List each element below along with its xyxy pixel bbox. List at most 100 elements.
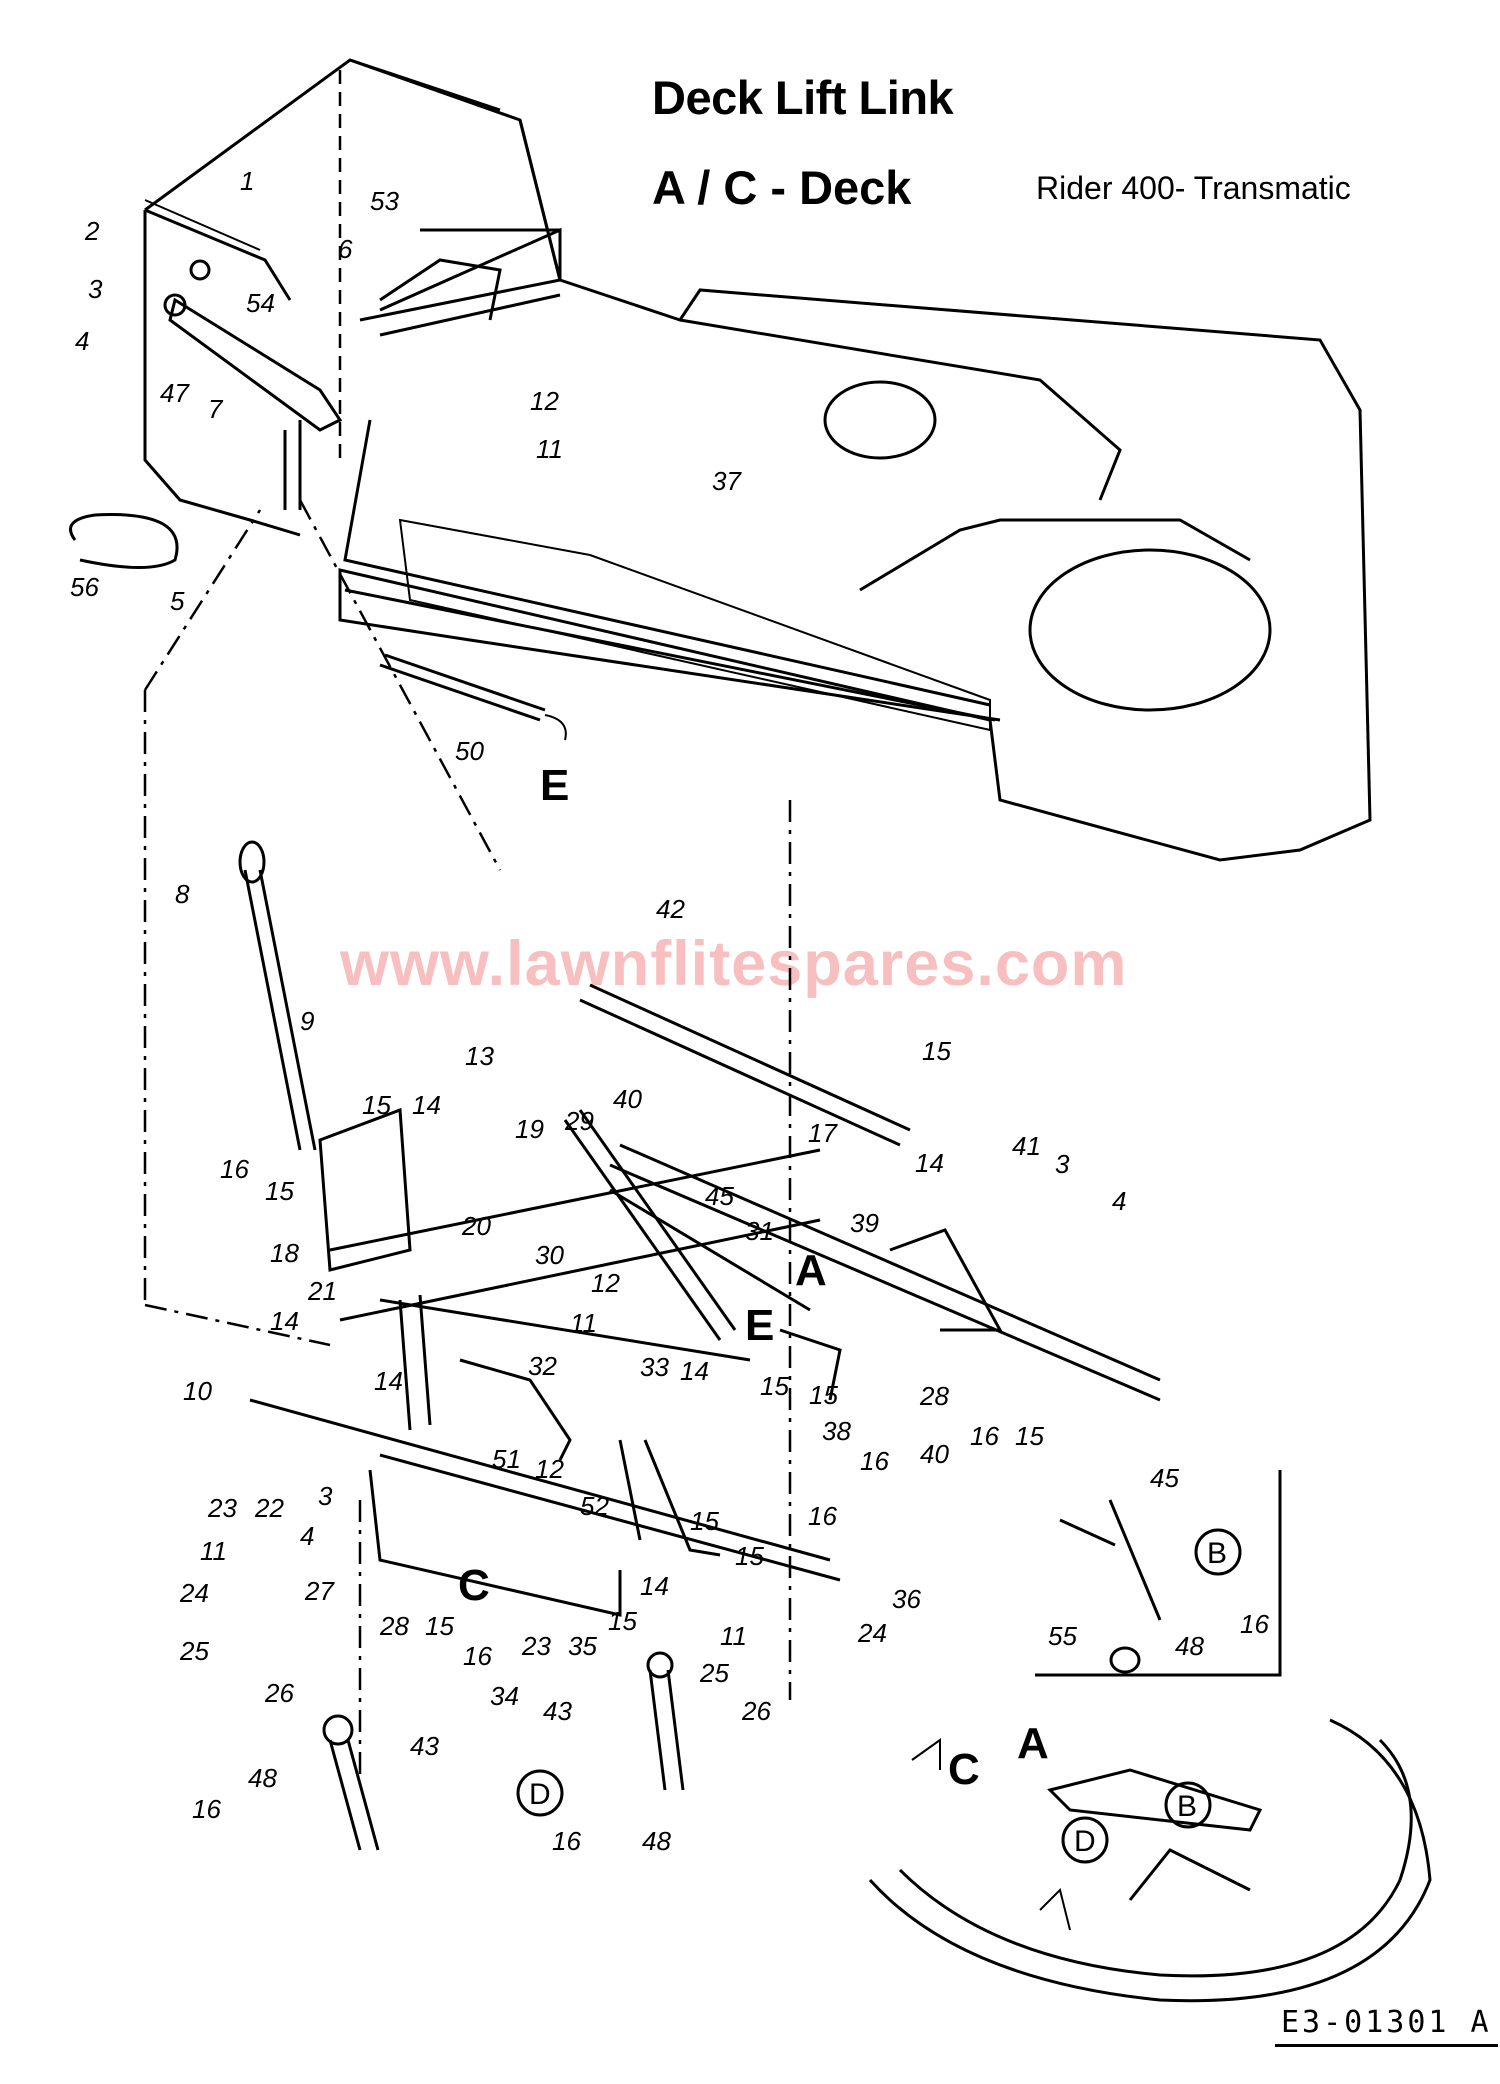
callout: 16 <box>220 1154 249 1184</box>
callout: 21 <box>307 1276 337 1306</box>
callout: 15 <box>362 1090 391 1120</box>
callout: 15 <box>608 1606 637 1636</box>
construction-lines <box>143 499 792 1780</box>
callout: 11 <box>570 1308 597 1338</box>
callout: 52 <box>580 1491 609 1521</box>
callout: 47 <box>160 378 190 408</box>
callout: 16 <box>808 1501 837 1531</box>
callout: 14 <box>915 1148 944 1178</box>
callout: 32 <box>528 1351 557 1381</box>
circled-letter-b: B <box>1207 1537 1227 1570</box>
callout: 4 <box>1112 1186 1126 1216</box>
callout: 12 <box>535 1454 564 1484</box>
callout: 48 <box>1175 1631 1204 1661</box>
callout: 55 <box>1048 1621 1077 1651</box>
callout: 51 <box>492 1444 521 1474</box>
callout: 22 <box>254 1493 284 1523</box>
callout: 11 <box>536 434 563 464</box>
circled-letter-b-deck: B <box>1177 1790 1197 1823</box>
callout: 15 <box>922 1036 951 1066</box>
callout: 36 <box>892 1584 921 1614</box>
callout: 23 <box>521 1631 551 1661</box>
callout: 30 <box>535 1240 564 1270</box>
callout: 40 <box>613 1084 642 1114</box>
callout: 14 <box>680 1356 709 1386</box>
callout: 1 <box>240 166 254 196</box>
section-letter-a: A <box>795 1246 827 1295</box>
callout: 40 <box>920 1439 949 1469</box>
callout: 13 <box>465 1041 494 1071</box>
callout: 15 <box>265 1176 294 1206</box>
callout: 6 <box>338 234 353 264</box>
callout: 4 <box>300 1521 314 1551</box>
callout: 41 <box>1012 1131 1041 1161</box>
callout-labels: 1 2 3 4 47 6 54 53 7 12 11 37 56 5 50 8 … <box>70 166 1269 1856</box>
callout: 15 <box>760 1371 789 1401</box>
callout: 43 <box>410 1731 439 1761</box>
frame-body <box>143 58 1372 862</box>
callout: 15 <box>690 1506 719 1536</box>
section-letter-c: C <box>458 1561 490 1610</box>
callout: 15 <box>735 1541 764 1571</box>
callout: 14 <box>640 1571 669 1601</box>
callout: 16 <box>192 1794 221 1824</box>
callout: 14 <box>412 1090 441 1120</box>
callout: 5 <box>170 586 185 616</box>
callout: 48 <box>248 1763 277 1793</box>
callout: 15 <box>1015 1421 1044 1451</box>
callout: 29 <box>564 1106 594 1136</box>
callout: 34 <box>490 1681 519 1711</box>
callout: 4 <box>75 326 89 356</box>
section-letter-e-lower: E <box>745 1301 774 1350</box>
callout: 28 <box>379 1611 409 1641</box>
callout: 3 <box>318 1481 333 1511</box>
callout: 16 <box>1240 1609 1269 1639</box>
callout: 11 <box>720 1621 747 1651</box>
section-letter-e: E <box>540 761 569 810</box>
callout: 3 <box>88 274 103 304</box>
callout: 26 <box>264 1678 294 1708</box>
callout: 48 <box>642 1826 671 1856</box>
drawing-code: E3-01301 A <box>1275 2005 1498 2047</box>
spring-50 <box>379 653 567 741</box>
callout: 45 <box>1150 1463 1179 1493</box>
diagram-title: Deck Lift Link <box>652 71 954 124</box>
circled-letter-d-deck: D <box>1074 1825 1096 1858</box>
callout: 16 <box>860 1446 889 1476</box>
callout: 18 <box>270 1238 299 1268</box>
callout: 25 <box>699 1658 729 1688</box>
callout: 56 <box>70 572 99 602</box>
lift-lever <box>238 840 412 1272</box>
callout: 38 <box>822 1416 851 1446</box>
callout: 10 <box>183 1376 212 1406</box>
callout: 26 <box>741 1696 771 1726</box>
callout: 14 <box>270 1306 299 1336</box>
callout: 8 <box>175 879 190 909</box>
callout: 7 <box>208 394 224 424</box>
deck-type-subtitle: A / C - Deck <box>652 161 912 214</box>
callout: 43 <box>543 1696 572 1726</box>
link-43 <box>322 1651 685 1851</box>
callout: 16 <box>970 1421 999 1451</box>
callout: 14 <box>374 1366 403 1396</box>
callout: 45 <box>705 1181 734 1211</box>
callout: 35 <box>568 1631 597 1661</box>
callout: 50 <box>455 736 484 766</box>
watermark: www.lawnflitespares.com <box>340 929 1128 999</box>
callout: 53 <box>370 186 399 216</box>
callout: 17 <box>808 1118 838 1148</box>
mower-deck <box>868 1718 1432 2003</box>
callout: 39 <box>850 1208 879 1238</box>
callout: 20 <box>461 1211 491 1241</box>
callout: 2 <box>84 216 100 246</box>
callout: 42 <box>656 894 685 924</box>
callout: 37 <box>712 466 742 496</box>
inset-frame <box>1035 1470 1282 1677</box>
callout: 24 <box>179 1578 209 1608</box>
callout: 3 <box>1055 1149 1070 1179</box>
callout: 19 <box>515 1114 544 1144</box>
rod-assembly <box>249 983 1161 1617</box>
callout: 16 <box>463 1641 492 1671</box>
circled-letter-d: D <box>529 1778 551 1811</box>
